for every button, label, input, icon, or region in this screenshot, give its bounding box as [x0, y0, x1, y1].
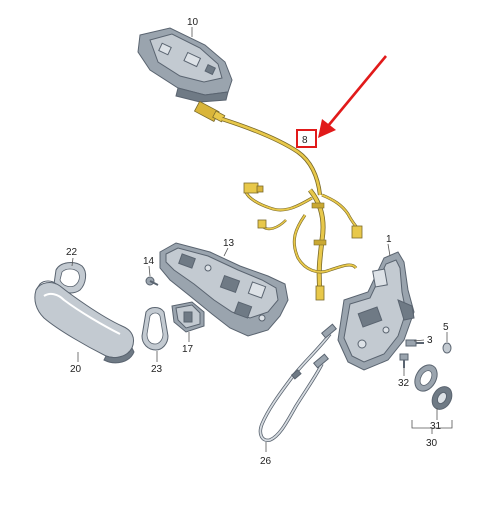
leader-3: [413, 339, 425, 342]
label-20: 20: [70, 364, 82, 375]
label-1: 1: [386, 234, 392, 245]
label-23: 23: [151, 364, 163, 375]
label-3: 3: [427, 335, 433, 346]
leader-22: [71, 257, 74, 267]
highlight-box: [296, 129, 317, 148]
label-31: 31: [430, 421, 442, 432]
label-5: 5: [443, 322, 449, 333]
label-17: 17: [182, 344, 194, 355]
part-22-handle-gasket[interactable]: [53, 262, 87, 294]
part-10-control-module[interactable]: [137, 27, 233, 103]
label-30: 30: [426, 438, 438, 449]
part-8-wiring-harness[interactable]: [193, 100, 363, 301]
label-14: 14: [143, 256, 155, 267]
part-32-screw[interactable]: [399, 353, 409, 368]
leader-1: [387, 243, 391, 257]
label-22: 22: [66, 247, 78, 258]
leader-13: [223, 247, 229, 257]
part-1-door-lock[interactable]: [337, 251, 415, 371]
label-8: 8: [302, 135, 308, 146]
label-13: 13: [223, 238, 235, 249]
part-20-outer-door-handle[interactable]: [34, 280, 135, 364]
part-13-handle-bracket[interactable]: [159, 242, 289, 337]
leader-14: [148, 265, 151, 277]
part-23-gasket[interactable]: [141, 307, 169, 351]
red-arrow-icon: [318, 55, 388, 138]
part-3-bolt[interactable]: [405, 339, 424, 347]
part-14-screw[interactable]: [145, 276, 159, 286]
part-17-cylinder-cap[interactable]: [171, 301, 205, 333]
part-26-bowden-cable[interactable]: [258, 323, 337, 442]
label-10: 10: [187, 17, 199, 28]
label-32: 32: [398, 378, 410, 389]
part-31-gear-wheel[interactable]: [410, 361, 455, 413]
label-26: 26: [260, 456, 272, 467]
part-5-plug[interactable]: [442, 342, 452, 354]
